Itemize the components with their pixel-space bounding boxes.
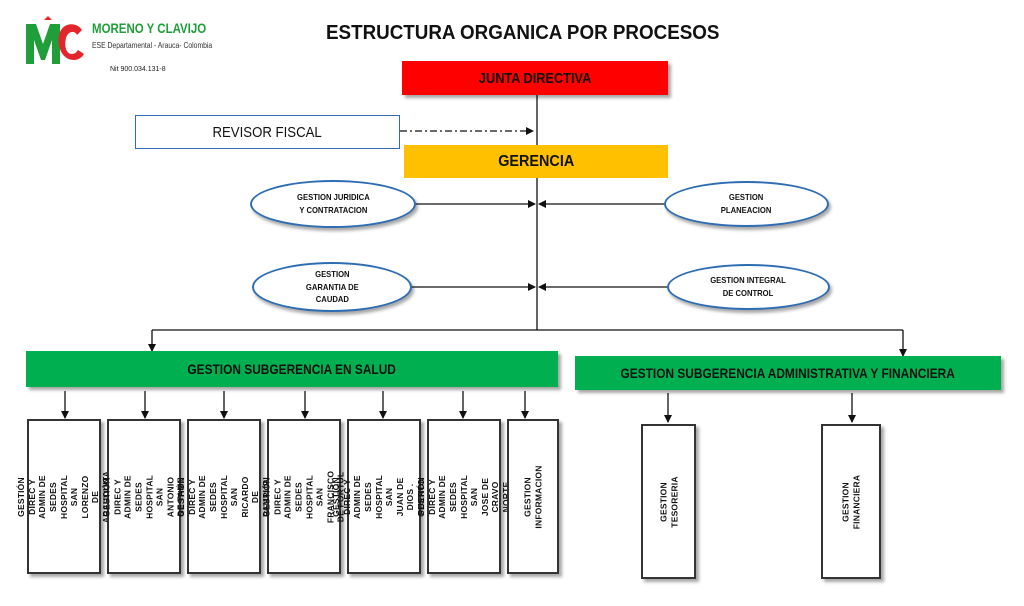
unit-gestion-financiera: GESTION FINANCIERA <box>821 424 881 579</box>
unit-gestion-informacion: GESTION INFORMACION <box>507 419 559 574</box>
oval-gestion-calidad-label: GESTION GARANTIA DE CAUDAD <box>305 268 359 305</box>
gerencia-label: GERENCIA <box>497 152 574 170</box>
logo-mark-icon <box>26 16 84 64</box>
oval-gestion-juridica: GESTION JURIDICA Y CONTRATACION <box>250 180 416 228</box>
oval-gestion-juridica-label: GESTION JURIDICA Y CONTRATACION <box>296 192 370 215</box>
subgerencia-salud-label: GESTION SUBGERENCIA EN SALUD <box>187 361 397 377</box>
logo-subtitle: ESE Departamental - Arauca- Colombia <box>92 41 213 50</box>
oval-gestion-planeacion: GESTION PLANEACION <box>664 181 829 227</box>
revisor-fiscal-box: REVISOR FISCAL <box>135 115 400 149</box>
revisor-fiscal-label: REVISOR FISCAL <box>212 123 323 141</box>
unit-san-francisco: GESTIÓN DIREC Y ADMIN DE SEDES HOSPITAL … <box>262 419 346 574</box>
unit-san-jose-label: GESTIÓN DIREC Y ADMIN DE SEDES HOSPITAL … <box>416 474 511 519</box>
unit-gestion-financiera-label: GESTION FINANCIERA <box>840 474 861 529</box>
subgerencia-administrativa-label: GESTION SUBGERENCIA ADMINISTRATIVA Y FIN… <box>620 365 956 381</box>
unit-san-jose: GESTIÓN DIREC Y ADMIN DE SEDES HOSPITAL … <box>416 419 511 574</box>
logo-nit: Nit 900.034.131-8 <box>110 66 166 73</box>
oval-gestion-control-label: GESTION INTEGRAL DE CONTROL <box>710 275 787 298</box>
unit-san-antonio: GESTIÓN DIREC Y ADMIN DE SEDES HOSPITAL … <box>102 419 186 574</box>
subgerencia-salud-bar: GESTION SUBGERENCIA EN SALUD <box>26 351 558 387</box>
unit-san-ricardo: GESTIÓN DIREC Y ADMIN DE SEDES HOSPITAL … <box>176 419 271 574</box>
oval-gestion-planeacion-label: GESTION PLANEACION <box>721 192 772 215</box>
company-logo: MORENO Y CLAVIJO ESE Departamental - Ara… <box>24 14 224 86</box>
unit-san-lorenzo-label: GESTIÓN DIREC Y ADMIN DE SEDES HOSPITAL … <box>16 470 111 522</box>
unit-gestion-tesoreria-label: GESTION TESORERIA <box>657 475 679 528</box>
junta-directiva-label: JUNTA DIRECTIVA <box>478 69 592 87</box>
page-title: ESTRUCTURA ORGANICA POR PROCESOS <box>326 22 720 44</box>
unit-san-lorenzo: GESTIÓN DIREC Y ADMIN DE SEDES HOSPITAL … <box>16 419 111 574</box>
unit-gestion-tesoreria: GESTION TESORERIA <box>641 424 696 579</box>
junta-directiva-box: JUNTA DIRECTIVA <box>402 61 668 95</box>
unit-gestion-informacion-label: GESTION INFORMACION <box>522 464 543 529</box>
subgerencia-administrativa-bar: GESTION SUBGERENCIA ADMINISTRATIVA Y FIN… <box>575 356 1001 390</box>
logo-name: MORENO Y CLAVIJO <box>92 20 207 36</box>
oval-gestion-calidad: GESTION GARANTIA DE CAUDAD <box>252 262 412 312</box>
unit-san-ricardo-label: GESTIÓN DIREC Y ADMIN DE SEDES HOSPITAL … <box>176 474 271 519</box>
oval-gestion-control: GESTION INTEGRAL DE CONTROL <box>667 264 830 310</box>
unit-san-antonio-label: GESTIÓN DIREC Y ADMIN DE SEDES HOSPITAL … <box>101 474 186 519</box>
gerencia-box: GERENCIA <box>404 145 668 178</box>
unit-san-juan-de-dios: GESTIÓN DIREC Y ADMIN DE SEDES HOSPITAL … <box>331 419 437 574</box>
